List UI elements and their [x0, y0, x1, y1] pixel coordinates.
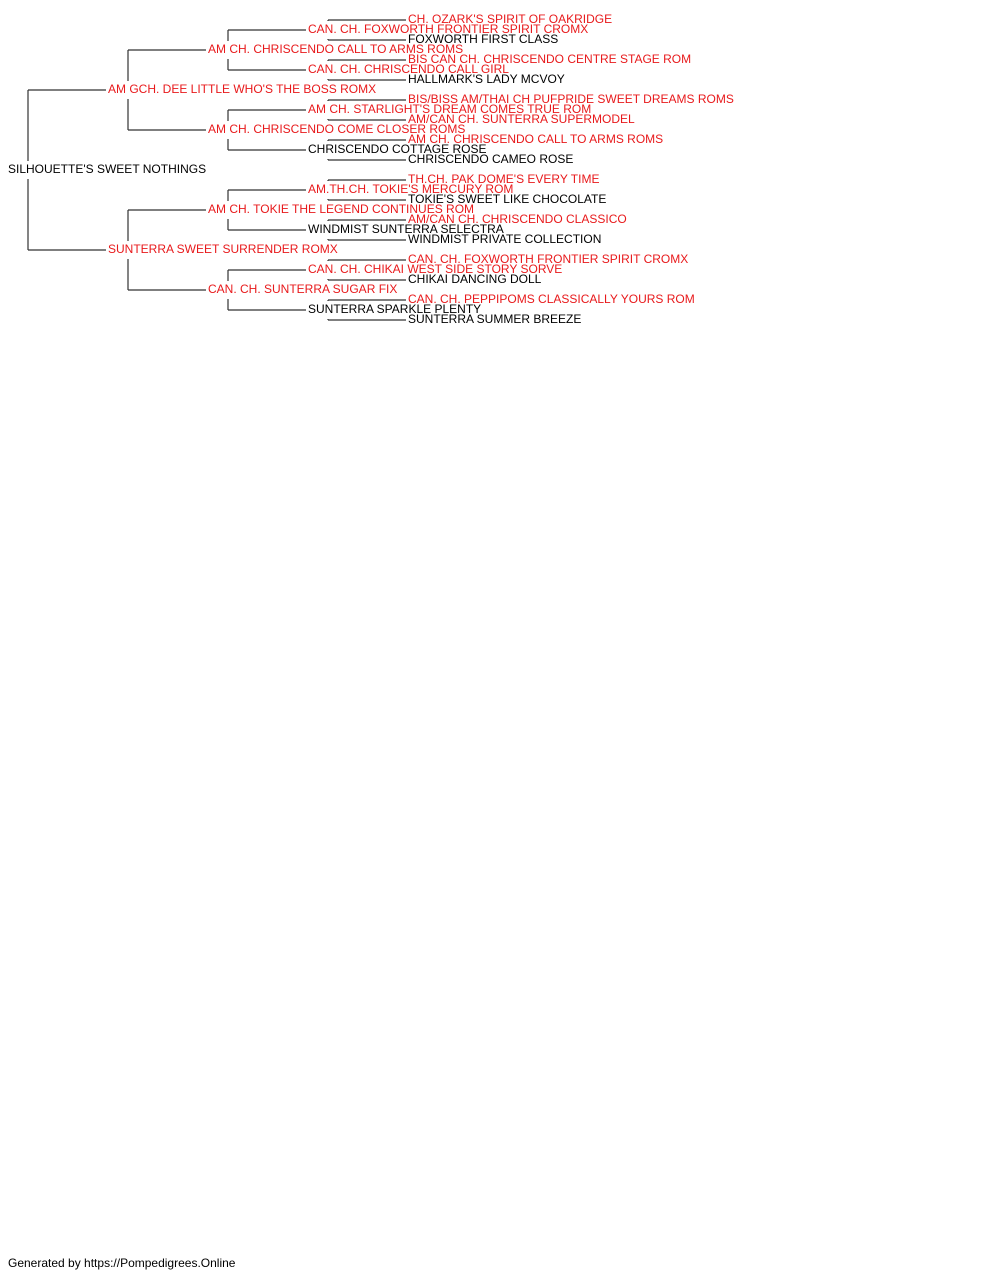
- sire-name: CAN. CH. FOXWORTH FRONTIER SPIRIT CROMX: [408, 252, 688, 266]
- sire-name: TH.CH. PAK DOME'S EVERY TIME: [408, 172, 599, 186]
- dam-name: FOXWORTH FIRST CLASS: [408, 32, 558, 46]
- dam-name: SUNTERRA SWEET SURRENDER ROMX: [108, 242, 338, 256]
- sire-name: CH. OZARK'S SPIRIT OF OAKRIDGE: [408, 12, 612, 26]
- dam-name: HALLMARK'S LADY MCVOY: [408, 72, 565, 86]
- dam-name: CHRISCENDO CAMEO ROSE: [408, 152, 573, 166]
- subject-dog-name: SILHOUETTE'S SWEET NOTHINGS: [8, 162, 206, 176]
- dam-name: AM CH. CHRISCENDO COME CLOSER ROMS: [208, 122, 465, 136]
- sire-name: CAN. CH. PEPPIPOMS CLASSICALLY YOURS ROM: [408, 292, 695, 306]
- sire-name: AM CH. CHRISCENDO CALL TO ARMS ROMS: [408, 132, 663, 146]
- sire-name: AM CH. CHRISCENDO CALL TO ARMS ROMS: [208, 42, 463, 56]
- sire-name: AM CH. STARLIGHT'S DREAM COMES TRUE ROM: [308, 102, 591, 116]
- dam-name: CAN. CH. CHRISCENDO CALL GIRL: [308, 62, 509, 76]
- dam-name: SUNTERRA SUMMER BREEZE: [408, 312, 581, 326]
- dam-name: SUNTERRA SPARKLE PLENTY: [308, 302, 481, 316]
- dam-name: CHIKAI DANCING DOLL: [408, 272, 542, 286]
- sire-name: AM/CAN CH. CHRISCENDO CLASSICO: [408, 212, 627, 226]
- sire-name: AM GCH. DEE LITTLE WHO'S THE BOSS ROMX: [108, 82, 376, 96]
- dam-name: CHRISCENDO COTTAGE ROSE: [308, 142, 486, 156]
- sire-name: CAN. CH. CHIKAI WEST SIDE STORY SORVE: [308, 262, 562, 276]
- sire-name: BIS/BISS AM/THAI CH PUFPRIDE SWEET DREAM…: [408, 92, 734, 106]
- sire-name: AM.TH.CH. TOKIE'S MERCURY ROM: [308, 182, 513, 196]
- dam-name: CAN. CH. SUNTERRA SUGAR FIX: [208, 282, 397, 296]
- sire-name: BIS CAN CH. CHRISCENDO CENTRE STAGE ROM: [408, 52, 691, 66]
- dam-name: WINDMIST PRIVATE COLLECTION: [408, 232, 601, 246]
- sire-name: CAN. CH. FOXWORTH FRONTIER SPIRIT CROMX: [308, 22, 588, 36]
- dam-name: AM/CAN CH. SUNTERRA SUPERMODEL: [408, 112, 635, 126]
- generated-by-footer: Generated by https://Pompedigrees.Online: [8, 1256, 236, 1270]
- dam-name: WINDMIST SUNTERRA SELECTRA: [308, 222, 504, 236]
- sire-name: AM CH. TOKIE THE LEGEND CONTINUES ROM: [208, 202, 474, 216]
- pedigree-tree: SILHOUETTE'S SWEET NOTHINGS AM GCH. DEE L…: [8, 12, 734, 326]
- dam-name: TOKIE'S SWEET LIKE CHOCOLATE: [408, 192, 606, 206]
